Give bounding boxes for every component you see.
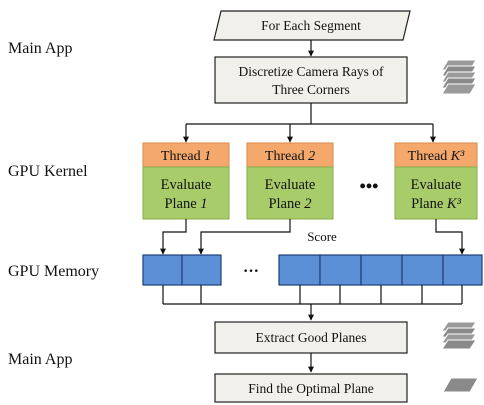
find-optimal-label: Find the Optimal Plane <box>248 381 374 396</box>
memory-cell <box>142 254 183 286</box>
extract-label: Extract Good Planes <box>256 330 367 345</box>
evaluate-plane-1-line1: Evaluate <box>161 177 212 193</box>
for-each-segment-label: For Each Segment <box>261 18 361 33</box>
for-each-segment-step: For Each Segment <box>213 10 411 41</box>
level-label-gpu-memory: GPU Memory <box>8 263 99 280</box>
find-optimal-plane-step: Find the Optimal Plane <box>214 373 408 403</box>
evaluate-plane-k3-line1: Evaluate <box>411 177 462 193</box>
memory-cell <box>360 254 403 286</box>
memory-cell <box>401 254 444 286</box>
collection-lines <box>162 285 463 321</box>
discretize-step: Discretize Camera Rays of Three Corners <box>214 56 408 104</box>
evaluate-plane-1-line2: Plane 1 <box>164 196 207 212</box>
memory-cell <box>319 254 362 286</box>
memory-ellipsis: ··· <box>243 263 259 280</box>
level-label-main-app-bottom: Main App <box>8 351 72 368</box>
memory-cell <box>442 254 483 286</box>
memory-cell <box>278 254 321 286</box>
thread-k3: Thread K³ Evaluate Plane K³ <box>394 142 478 220</box>
thread-2-label: Thread 2 <box>265 149 315 164</box>
kernel-ellipsis: ••• <box>360 176 379 196</box>
stack-of-planes-icon <box>441 59 477 95</box>
discretize-label-line2: Three Corners <box>272 82 350 97</box>
memory-cell <box>181 254 222 286</box>
stack-of-planes-icon <box>441 321 477 350</box>
thread-1-label: Thread 1 <box>161 149 211 164</box>
single-plane-icon <box>442 377 479 393</box>
evaluate-plane-2-line1: Evaluate <box>265 177 316 193</box>
evaluate-plane-2-line2: Plane 2 <box>268 196 311 212</box>
level-label-main-app-top: Main App <box>8 40 72 57</box>
score-label: Score <box>307 229 337 244</box>
extract-good-planes-step: Extract Good Planes <box>214 321 408 354</box>
thread-1: Thread 1 Evaluate Plane 1 <box>142 142 230 220</box>
discretize-label-line1: Discretize Camera Rays of <box>238 64 384 79</box>
gpu-memory-array <box>142 254 483 286</box>
level-label-gpu-kernel: GPU Kernel <box>8 163 88 180</box>
thread-2: Thread 2 Evaluate Plane 2 <box>246 142 334 220</box>
thread-k3-label: Thread K³ <box>408 149 465 164</box>
evaluate-plane-k3-line2: Plane K³ <box>411 196 462 212</box>
